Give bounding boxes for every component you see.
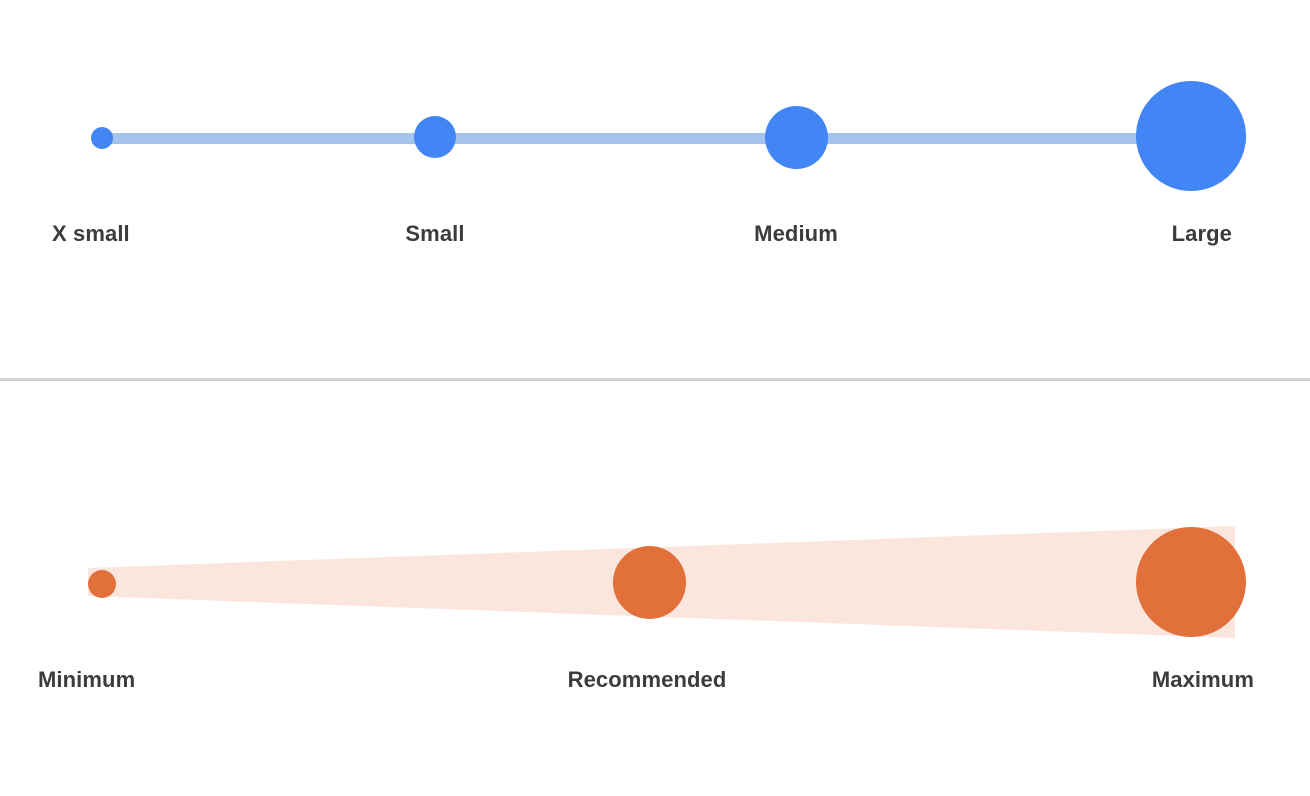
size-label-x-small: X small — [52, 221, 130, 246]
size-node-x-small[interactable] — [91, 127, 113, 149]
range-scale-stage: Minimum Recommended Maximum — [0, 379, 1310, 796]
size-label-medium: Medium — [754, 221, 838, 246]
size-label-small: Small — [405, 221, 465, 246]
size-scale-section: X small Small Medium Large — [0, 0, 1310, 378]
size-node-large[interactable] — [1136, 81, 1246, 191]
range-label-minimum: Minimum — [38, 667, 136, 692]
range-label-maximum: Maximum — [1151, 667, 1254, 692]
size-label-large: Large — [1171, 221, 1232, 246]
size-node-medium[interactable] — [764, 105, 828, 169]
size-scale-stage: X small Small Medium Large — [0, 0, 1310, 378]
range-node-minimum[interactable] — [88, 570, 116, 598]
size-scale-track — [96, 133, 1246, 144]
section-divider — [0, 378, 1310, 381]
range-node-maximum[interactable] — [1136, 527, 1246, 637]
range-label-recommended: Recommended — [567, 667, 727, 692]
range-node-recommended[interactable] — [612, 545, 686, 619]
range-scale-section: Minimum Recommended Maximum — [0, 379, 1310, 796]
size-node-small[interactable] — [414, 116, 456, 158]
